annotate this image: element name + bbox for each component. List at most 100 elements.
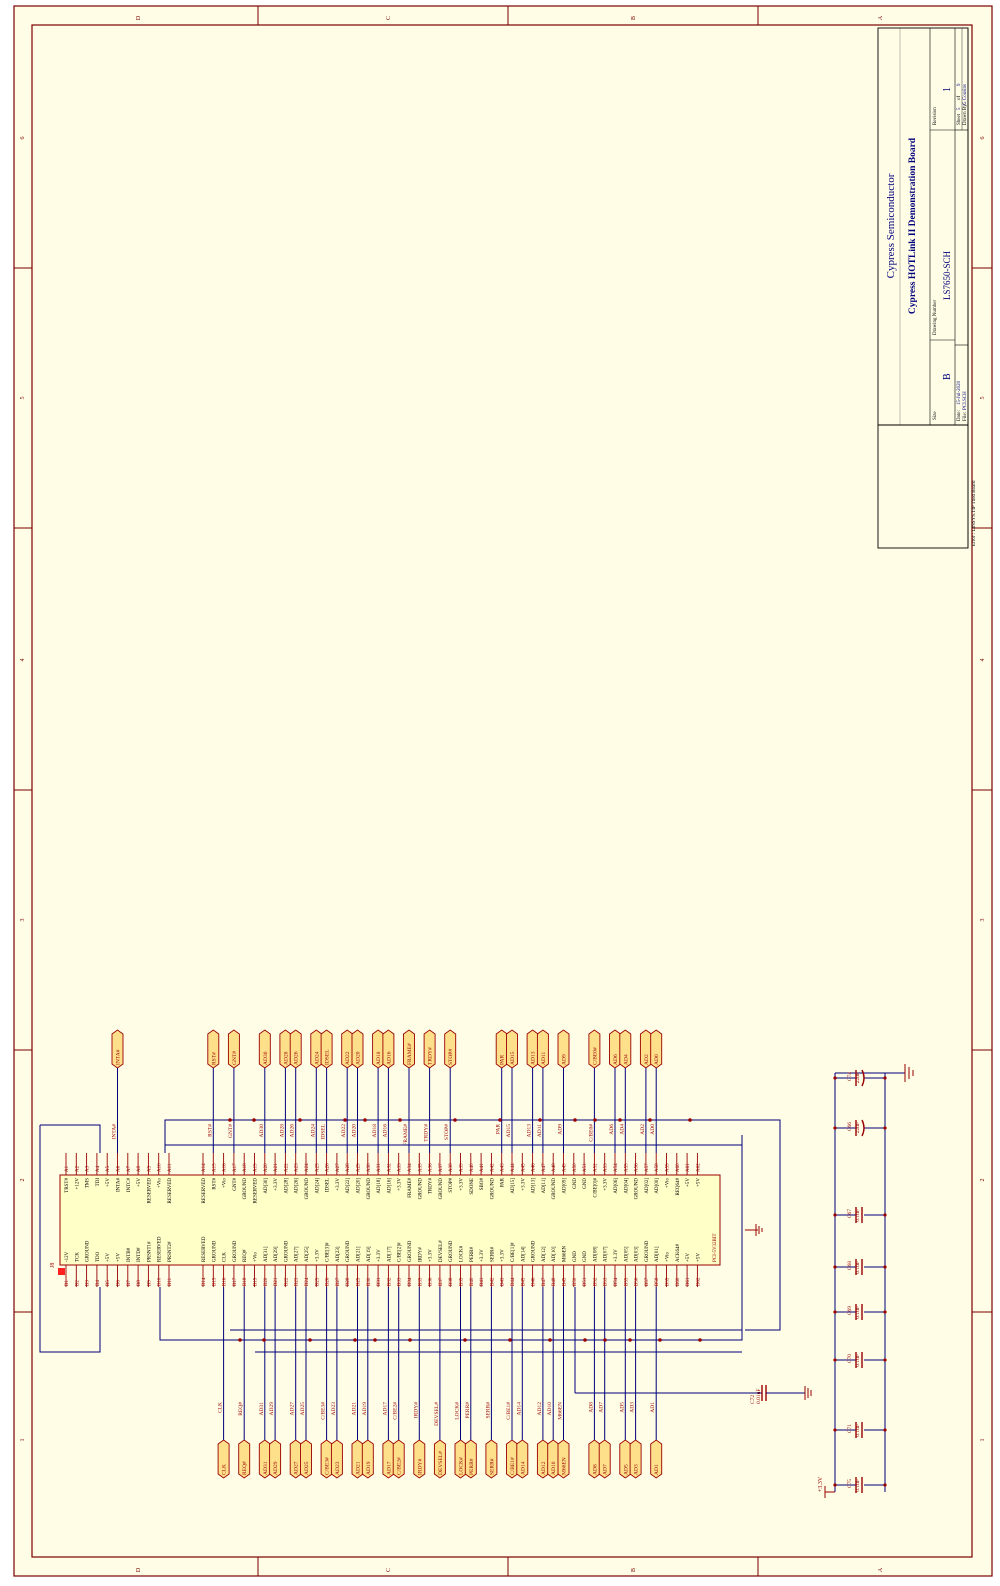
- net-port-label: AD5: [623, 1464, 629, 1475]
- pin-name: M66EN: [563, 1246, 568, 1263]
- pin-name: +5V: [686, 1178, 691, 1187]
- revision-label: Revision: [933, 107, 938, 125]
- zone-number-left: 4: [20, 659, 26, 662]
- pin-name: GROUND: [449, 1240, 454, 1262]
- junction: [593, 1118, 597, 1122]
- pin-name: RESERVED: [168, 1178, 173, 1204]
- net-port-label: AD28: [283, 1051, 289, 1065]
- pin-name: PRSNT2#: [168, 1241, 173, 1262]
- pin-name: PAR: [501, 1177, 506, 1187]
- pin-name: C/BE[2]#: [398, 1242, 403, 1262]
- net-port-label: AD0: [654, 1054, 660, 1065]
- net-label: AD2: [640, 1124, 646, 1135]
- pin-number: B47: [542, 1277, 547, 1286]
- pin-name: GNT#: [233, 1178, 238, 1191]
- pin-name: GND: [583, 1178, 588, 1189]
- junction: [628, 1338, 632, 1342]
- net-port-label: AD25: [304, 1461, 310, 1475]
- pin-name: +5V: [686, 1253, 691, 1262]
- pin-name: +5V: [696, 1253, 701, 1262]
- junction: [573, 1118, 577, 1122]
- net-label: AD9: [558, 1124, 564, 1135]
- pin-number: B11: [168, 1277, 173, 1286]
- cap-ref: C69: [847, 1306, 853, 1315]
- net-port-label: REQ#: [242, 1461, 248, 1475]
- junction: [353, 1338, 357, 1342]
- pin-number: B3: [86, 1280, 91, 1286]
- pin-name: SERR#: [490, 1246, 495, 1262]
- cap-value: 0.1uF: [855, 1306, 861, 1319]
- sheet-outer-border: [13, 5, 993, 1577]
- pin-number: A55: [624, 1163, 629, 1172]
- pin-number: B53: [604, 1277, 609, 1286]
- pin-name: +3.3V: [429, 1249, 434, 1262]
- junction: [833, 1126, 837, 1130]
- junction: [833, 1483, 837, 1487]
- net-label: FRAME#: [403, 1124, 409, 1146]
- pin-name: AD[28]: [284, 1178, 289, 1194]
- wire: [39, 1125, 101, 1353]
- net-port: [588, 1029, 601, 1069]
- net-port-label: IRDY#: [417, 1459, 423, 1475]
- net-label: AD21: [352, 1402, 358, 1416]
- pin-number: A11: [168, 1163, 173, 1172]
- pin-number: A17: [233, 1163, 238, 1172]
- sheet-of: of: [957, 96, 962, 101]
- pin-name: TRDY#: [429, 1178, 434, 1195]
- pin-number: A16: [223, 1163, 228, 1172]
- pin-number: A36: [429, 1163, 434, 1172]
- pin-number: B34: [408, 1277, 413, 1286]
- pin-number: A62: [696, 1163, 701, 1172]
- net-port-label: AD26: [294, 1051, 300, 1065]
- pin-number: A19: [254, 1163, 259, 1172]
- pin-name: GROUND: [439, 1178, 444, 1200]
- pin-number: A44: [511, 1163, 516, 1172]
- net-port: [351, 1029, 364, 1069]
- pin-number: A18: [243, 1163, 248, 1172]
- net-port: [227, 1029, 240, 1069]
- pin-number: A28: [346, 1163, 351, 1172]
- pin-name: RESERVED: [202, 1178, 207, 1204]
- pin-number: B2: [75, 1280, 80, 1286]
- pin-name: TRST#: [65, 1178, 70, 1193]
- pin-name: +3.3V: [501, 1249, 506, 1262]
- net-label: AD12: [537, 1402, 543, 1416]
- net-label: INTA#: [112, 1124, 118, 1140]
- c72-ref: C72: [750, 1395, 756, 1404]
- pin-name: +3.3V: [604, 1178, 609, 1191]
- junction: [538, 1118, 542, 1122]
- drawn-by-label: Drawn By:: [963, 103, 968, 125]
- pin-name: REQ#: [243, 1249, 248, 1262]
- net-port-label: C/BE2#: [397, 1457, 403, 1475]
- pin-number: A32: [387, 1163, 392, 1172]
- pin-name: IRDY#: [418, 1247, 423, 1262]
- pin-number: B57: [645, 1277, 650, 1286]
- zone-number-right: 3: [980, 919, 986, 922]
- zone-letter-bottom: C: [386, 1568, 392, 1572]
- pin-name: CLK: [223, 1252, 228, 1262]
- pin-name: +3.3V: [480, 1249, 485, 1262]
- pin-number: B41: [480, 1277, 485, 1286]
- pin-number: A61: [686, 1163, 691, 1172]
- junction: [883, 1428, 887, 1432]
- pin-name: GND: [583, 1251, 588, 1262]
- pin-name: AD[13]: [532, 1178, 537, 1194]
- pin-number: A38: [449, 1163, 454, 1172]
- net-label: C/BE2#: [393, 1402, 399, 1420]
- junction: [603, 1338, 607, 1342]
- pin-name: C/BE[3]#: [326, 1242, 331, 1262]
- net-port-label: C/BE3#: [325, 1457, 331, 1475]
- pin-number: B61: [686, 1277, 691, 1286]
- net-port-label: C/BE1#: [510, 1457, 516, 1475]
- pin-name: AD[20]: [357, 1178, 362, 1194]
- pin-number: A31: [377, 1163, 382, 1172]
- pin-number: A1: [65, 1165, 70, 1172]
- junction: [883, 1126, 887, 1130]
- net-label: AD6: [609, 1124, 615, 1135]
- net-port: [506, 1029, 518, 1069]
- net-label: AD29: [269, 1402, 275, 1416]
- file-path: Error : LINSYS.TIP Tiled Board: [972, 480, 977, 546]
- pin-number: B54: [614, 1277, 619, 1286]
- pin-number: B50: [573, 1277, 578, 1286]
